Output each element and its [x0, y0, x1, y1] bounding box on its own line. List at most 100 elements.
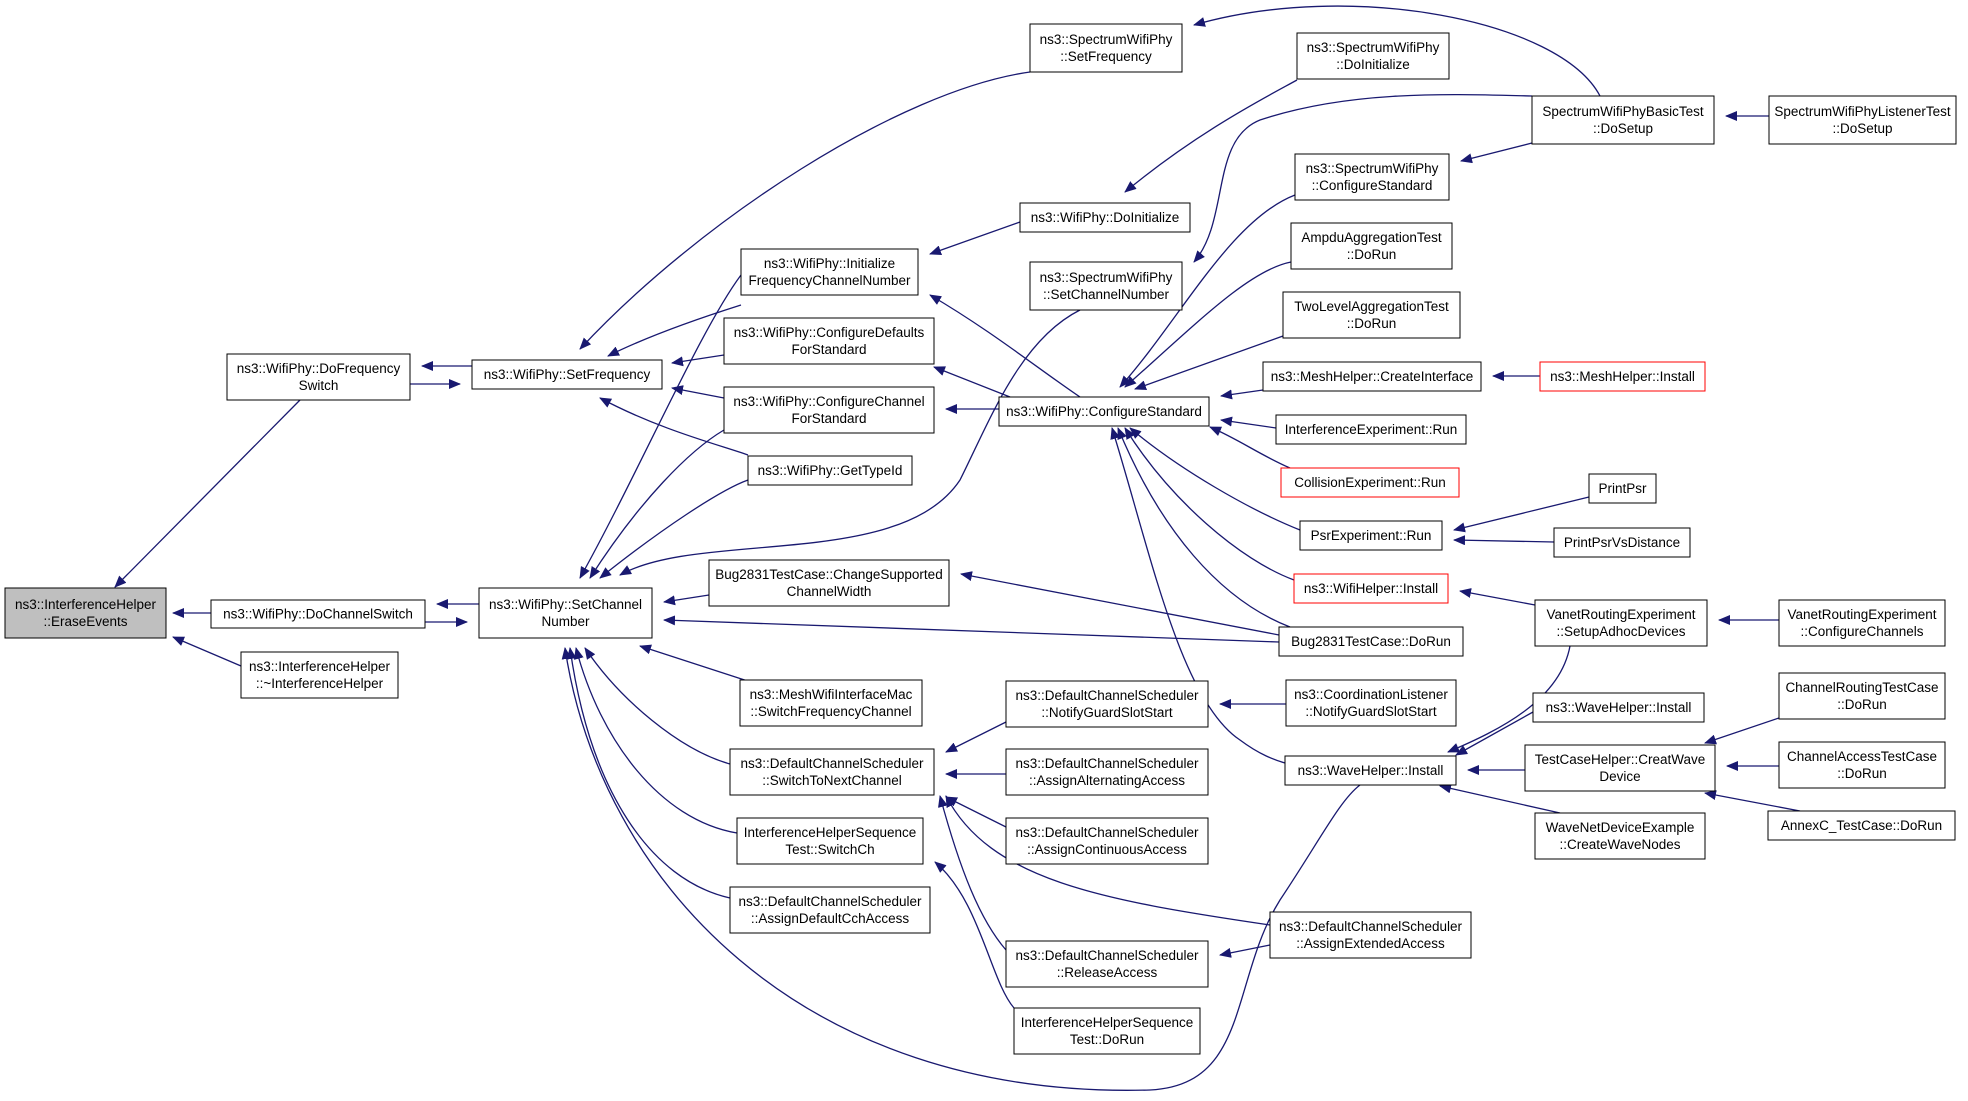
node-box: [1029, 261, 1183, 311]
node-label-line: ns3::SpectrumWifiPhy: [1040, 270, 1173, 285]
node-dcsassigndef[interactable]: ns3::DefaultChannelScheduler::AssignDefa…: [729, 886, 931, 934]
node-chaccess[interactable]: ChannelAccessTestCase::DoRun: [1778, 741, 1946, 789]
node-coordlisten[interactable]: ns3::CoordinationListener::NotifyGuardSl…: [1285, 679, 1457, 727]
node-box: [1262, 361, 1482, 392]
node-box: [1539, 361, 1706, 392]
node-dtor[interactable]: ns3::InterferenceHelper::~InterferenceHe…: [240, 651, 399, 699]
node-ampdu[interactable]: AmpduAggregationTest::DoRun: [1290, 222, 1453, 270]
node-dochan[interactable]: ns3::WifiPhy::DoChannelSwitch: [210, 599, 426, 629]
edge-line: [1117, 427, 1291, 628]
node-printpsr[interactable]: PrintPsr: [1588, 473, 1657, 504]
node-label-line: ns3::MeshHelper::CreateInterface: [1271, 369, 1474, 384]
node-label-line: ::DoRun: [1837, 697, 1887, 712]
node-initfreq[interactable]: ns3::WifiPhy::InitializeFrequencyChannel…: [740, 248, 919, 296]
edge-dcsassignext-to-dcsrelease: [1219, 944, 1271, 958]
node-cfgstd[interactable]: ns3::WifiPhy::ConfigureStandard: [998, 396, 1210, 427]
node-label-line: ns3::InterferenceHelper: [15, 597, 157, 612]
node-label-line: SpectrumWifiPhyBasicTest: [1542, 104, 1704, 119]
edge-collexp-to-cfgstd: [1209, 426, 1291, 469]
node-meshinstall[interactable]: ns3::MeshHelper::Install: [1539, 361, 1706, 392]
node-box: [1282, 291, 1461, 339]
node-collexp[interactable]: CollisionExperiment::Run: [1280, 467, 1460, 498]
node-twolevel[interactable]: TwoLevelAggregationTest::DoRun: [1282, 291, 1461, 339]
node-box: [729, 886, 931, 934]
node-dcsassigncont[interactable]: ns3::DefaultChannelScheduler::AssignCont…: [1005, 817, 1209, 865]
node-speclistener[interactable]: SpectrumWifiPhyListenerTest::DoSetup: [1768, 95, 1957, 145]
edge-wifidoinit-to-initfreq: [929, 221, 1021, 256]
edge-gettypeid-to-setfreq: [599, 397, 749, 456]
node-wifihelper[interactable]: ns3::WifiHelper::Install: [1293, 573, 1449, 604]
node-gettypeid[interactable]: ns3::WifiPhy::GetTypeId: [747, 455, 913, 486]
node-label-line: ns3::DefaultChannelScheduler: [740, 756, 924, 771]
node-psrexp[interactable]: PsrExperiment::Run: [1299, 520, 1443, 551]
node-box: [1290, 222, 1453, 270]
node-wavehelper2[interactable]: ns3::WaveHelper::Install: [1284, 755, 1457, 786]
edge-line: [1459, 588, 1536, 606]
node-label-line: ns3::DefaultChannelScheduler: [1015, 825, 1199, 840]
node-box: [739, 679, 923, 727]
node-specsetfreq[interactable]: ns3::SpectrumWifiPhy::SetFrequency: [1029, 23, 1183, 73]
edge-line: [599, 397, 749, 456]
node-box: [1285, 679, 1457, 727]
node-annexc[interactable]: AnnexC_TestCase::DoRun: [1767, 810, 1956, 841]
node-wavehelper[interactable]: ns3::WaveHelper::Install: [1532, 692, 1705, 723]
node-wavenet[interactable]: WaveNetDeviceExample::CreateWaveNodes: [1534, 812, 1706, 860]
node-label-line: PsrExperiment::Run: [1311, 528, 1432, 543]
node-bugdorun[interactable]: Bug2831TestCase::DoRun: [1278, 626, 1464, 657]
node-dcsrelease[interactable]: ns3::DefaultChannelScheduler::ReleaseAcc…: [1005, 940, 1209, 988]
node-box: [1013, 1007, 1201, 1055]
node-erase[interactable]: ns3::InterferenceHelper::EraseEvents: [4, 587, 167, 639]
node-printpsrdist[interactable]: PrintPsrVsDistance: [1553, 527, 1691, 558]
edge-line: [945, 795, 1271, 926]
node-label-line: ns3::SpectrumWifiPhy: [1307, 40, 1440, 55]
node-specdoinit[interactable]: ns3::SpectrumWifiPhy::DoInitialize: [1296, 32, 1450, 80]
edge-bugdorun-to-cfgstd: [1117, 427, 1291, 628]
edge-line: [1129, 427, 1301, 531]
edge-line: [1124, 427, 1295, 581]
edge-wavehelper-to-wavehelper2: [1455, 711, 1534, 756]
node-dcsassignalt[interactable]: ns3::DefaultChannelScheduler::AssignAlte…: [1005, 748, 1209, 796]
node-dcsassignext[interactable]: ns3::DefaultChannelScheduler::AssignExte…: [1269, 911, 1472, 959]
node-bugchange[interactable]: Bug2831TestCase::ChangeSupportedChannelW…: [708, 559, 950, 607]
node-setchan[interactable]: ns3::WifiPhy::SetChannelNumber: [478, 587, 653, 639]
node-cfgdefaults[interactable]: ns3::WifiPhy::ConfigureDefaultsForStanda…: [723, 317, 935, 365]
node-label-line: ::SetChannelNumber: [1043, 287, 1170, 302]
edge-line: [619, 309, 1081, 576]
node-cfgchannel[interactable]: ns3::WifiPhy::ConfigureChannelForStandar…: [723, 386, 935, 434]
node-label-line: ns3::WifiPhy::DoFrequency: [237, 361, 401, 376]
node-vanetcfg[interactable]: VanetRoutingExperiment::ConfigureChannel…: [1778, 599, 1946, 647]
node-interfexp[interactable]: InterferenceExperiment::Run: [1275, 414, 1467, 445]
node-setfreq[interactable]: ns3::WifiPhy::SetFrequency: [471, 359, 663, 390]
node-speccfgstd[interactable]: ns3::SpectrumWifiPhy::ConfigureStandard: [1294, 153, 1450, 201]
edge-specsetfreq-to-setfreq: [579, 71, 1031, 350]
node-specsetchan[interactable]: ns3::SpectrumWifiPhy::SetChannelNumber: [1029, 261, 1183, 311]
node-dcsnotify[interactable]: ns3::DefaultChannelScheduler::NotifyGuar…: [1005, 680, 1209, 728]
edge-dtor-to-erase: [172, 636, 242, 667]
node-label-line: ::DoInitialize: [1336, 57, 1410, 72]
node-label-line: InterferenceHelperSequence: [744, 825, 917, 840]
edge-line: [579, 71, 1031, 350]
node-box: [478, 587, 653, 639]
node-label-line: ns3::WifiPhy::DoChannelSwitch: [223, 607, 413, 622]
node-label-line: ns3::WifiHelper::Install: [1304, 581, 1438, 596]
node-label-line: ns3::WaveHelper::Install: [1546, 700, 1692, 715]
node-vanetsetup[interactable]: VanetRoutingExperiment::SetupAdhocDevice…: [1534, 599, 1708, 647]
edge-line: [584, 647, 731, 765]
node-label-line: ::SwitchFrequencyChannel: [750, 704, 911, 719]
node-wifidoinit[interactable]: ns3::WifiPhy::DoInitialize: [1019, 202, 1191, 233]
node-label-line: ForStandard: [791, 342, 866, 357]
node-dcsswitch[interactable]: ns3::DefaultChannelScheduler::SwitchToNe…: [729, 748, 935, 796]
node-chrouting[interactable]: ChannelRoutingTestCase::DoRun: [1778, 672, 1946, 720]
node-box: [1294, 153, 1450, 201]
node-meshcreate[interactable]: ns3::MeshHelper::CreateInterface: [1262, 361, 1482, 392]
node-specbasic[interactable]: SpectrumWifiPhyBasicTest::DoSetup: [1531, 95, 1715, 145]
edge-meshswitch-to-setchan: [639, 644, 761, 686]
node-meshswitch[interactable]: ns3::MeshWifiInterfaceMac::SwitchFrequen…: [739, 679, 923, 727]
node-label-line: ns3::InterferenceHelper: [249, 659, 391, 674]
edge-line: [1119, 194, 1296, 388]
node-label-line: ns3::WifiPhy::ConfigureStandard: [1006, 404, 1202, 419]
